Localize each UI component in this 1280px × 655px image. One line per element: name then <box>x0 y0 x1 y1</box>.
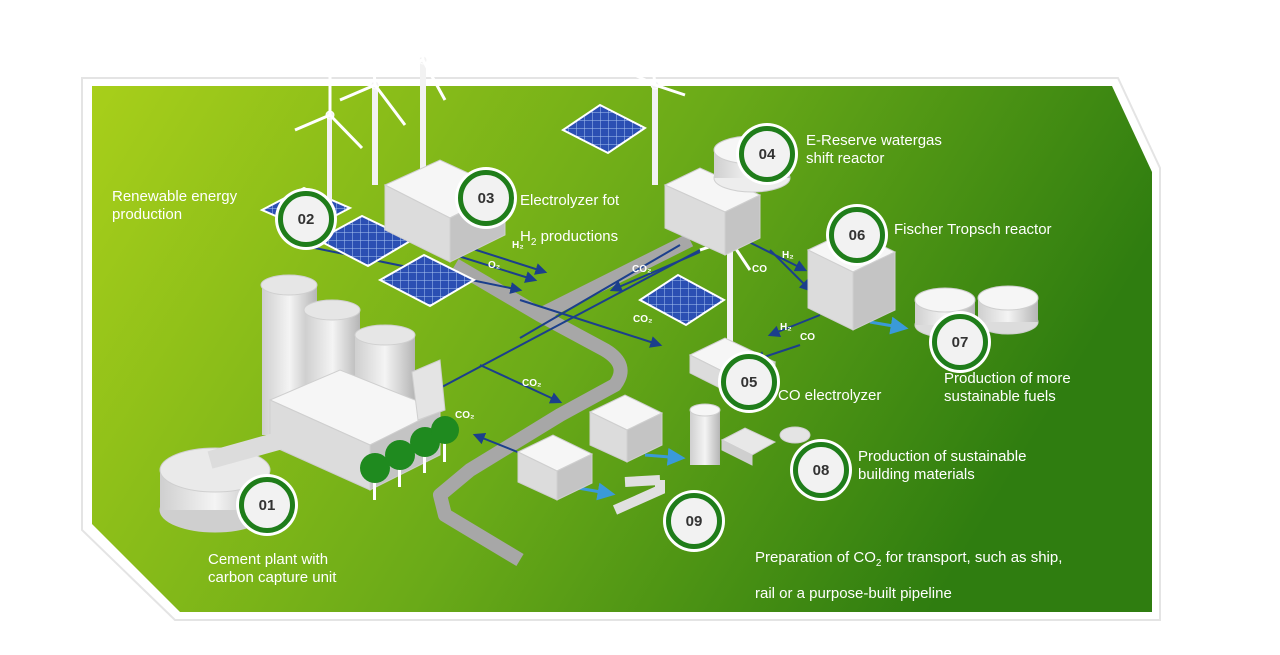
flow-label-h2: H₂ <box>780 322 792 333</box>
flow-label-co2: CO₂ <box>522 378 541 389</box>
flow-label-co: CO <box>800 332 815 343</box>
pipes <box>299 234 821 456</box>
step-label-03-rest: productions <box>536 228 619 245</box>
step-label-03-h: H <box>520 228 531 245</box>
step-badge-05: 05 <box>721 354 777 410</box>
step-badge-07: 07 <box>932 314 988 370</box>
flow-label-o2: O₂ <box>488 260 500 271</box>
step-label-09-suffix: for transport, such as ship, <box>881 549 1063 566</box>
step-badge-08: 08 <box>793 442 849 498</box>
flow-label-co2: CO₂ <box>455 410 474 421</box>
flow-label-h2: H₂ <box>512 240 524 251</box>
flow-label-h2: H₂ <box>782 250 794 261</box>
step-label-02: Renewable energy production <box>112 188 238 223</box>
output-arrows <box>577 316 909 501</box>
step-badge-09: 09 <box>666 493 722 549</box>
trees <box>360 416 459 500</box>
step-badge-03: 03 <box>458 170 514 226</box>
flow-labels: H₂ O₂ CO₂ CO₂ CO₂ CO₂ CO H₂ H₂ CO <box>455 240 815 421</box>
step-label-04: E-Reserve watergas shift reactor <box>806 132 942 167</box>
step-label-03: Electrolyzer fot H2 productions <box>520 174 620 248</box>
flow-label-co2: CO₂ <box>632 264 651 275</box>
step-badge-04: 04 <box>739 126 795 182</box>
step-label-03-line1: Electrolyzer fot <box>520 192 620 209</box>
wind-turbines <box>294 14 752 350</box>
step-badge-01: 01 <box>239 477 295 533</box>
step-badge-02: 02 <box>278 191 334 247</box>
step-label-01: Cement plant with carbon capture unit <box>208 551 337 586</box>
roads <box>433 233 694 567</box>
step-label-03-sub: 2 <box>530 237 537 248</box>
flow-label-co: CO <box>752 264 767 275</box>
step-label-07: Production of more sustainable fuels <box>944 370 1071 405</box>
step-label-08: Production of sustainable building mater… <box>858 448 1027 483</box>
step-badge-06: 06 <box>829 207 885 263</box>
step-label-09-line2: rail or a purpose-built pipeline <box>755 585 952 602</box>
step-label-09-prefix: Preparation of CO <box>755 549 876 566</box>
flow-label-co2: CO₂ <box>633 314 652 325</box>
step-label-09-sub: 2 <box>875 558 882 569</box>
step-label-09: Preparation of CO2 for transport, such a… <box>755 531 1062 603</box>
step-label-05: CO electrolyzer <box>778 387 882 404</box>
step-label-06: Fischer Tropsch reactor <box>894 221 1052 238</box>
